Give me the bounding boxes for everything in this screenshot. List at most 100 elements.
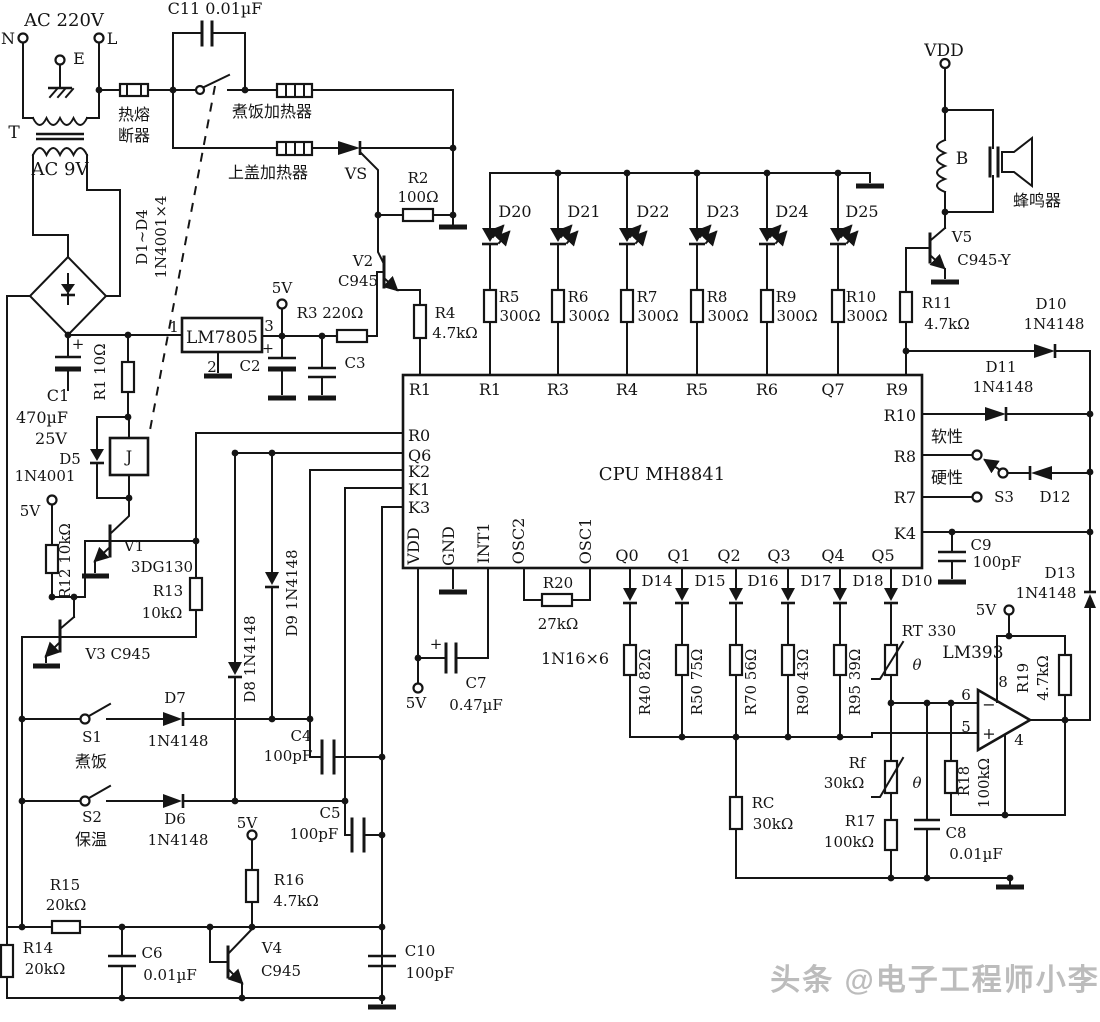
label-r40: R40 82Ω bbox=[636, 649, 654, 716]
label-ac-9v: AC 9V bbox=[31, 159, 90, 180]
label-d10-val: 1N4148 bbox=[1024, 315, 1085, 333]
diode-d7-icon bbox=[163, 712, 182, 726]
label-s1-cn: 煮饭 bbox=[75, 752, 107, 771]
key-diode-columns bbox=[622, 567, 979, 738]
label-op-plus: + bbox=[982, 724, 995, 743]
label-d25: D25 bbox=[845, 202, 878, 221]
label-d5-val: 1N4001 bbox=[15, 467, 76, 485]
label-r15-val: 20kΩ bbox=[46, 896, 87, 914]
label-d22: D22 bbox=[636, 202, 669, 221]
label-d13: D13 bbox=[1044, 564, 1075, 582]
label-d1-d4-a: D1~D4 bbox=[133, 209, 151, 265]
label-cpu-pin-r10: R10 bbox=[884, 406, 916, 425]
label-heater-lid: 上盖加热器 bbox=[228, 163, 308, 182]
label-rc: RC bbox=[752, 794, 775, 812]
label-lm7805: LM7805 bbox=[186, 328, 258, 348]
label-d18: D18 bbox=[852, 572, 883, 590]
label-r6: R6 bbox=[568, 288, 589, 306]
label-d15: D15 bbox=[694, 572, 725, 590]
label-s1: S1 bbox=[82, 728, 102, 746]
label-c1-plus: + bbox=[72, 335, 85, 353]
label-cpu-pin-r9: R9 bbox=[886, 380, 908, 399]
5v-terminal-c7 bbox=[412, 682, 424, 694]
label-v5-type: C945-Y bbox=[957, 251, 1012, 269]
label-r3: R3 220Ω bbox=[297, 304, 364, 322]
transformer-secondary-icon bbox=[31, 147, 89, 158]
resistor-r14-symbol bbox=[0, 943, 15, 979]
label-r11: R11 bbox=[922, 294, 952, 312]
label-pin2: 2 bbox=[207, 358, 217, 376]
resistor-r19-symbol bbox=[1057, 653, 1073, 697]
label-theta-rf: θ bbox=[912, 774, 921, 792]
label-c5: C5 bbox=[319, 804, 340, 822]
diode-d10-icon bbox=[1034, 344, 1055, 358]
v2-driver-section bbox=[377, 207, 454, 376]
relay-link-dashed bbox=[149, 85, 216, 431]
label-d11: D11 bbox=[985, 358, 1016, 376]
label-s2-cn: 保温 bbox=[75, 830, 107, 849]
label-v1: V1 bbox=[123, 537, 144, 555]
label-r20: R20 bbox=[543, 574, 573, 592]
label-r19-val: 4.7kΩ bbox=[1034, 655, 1052, 700]
label-cpu-pin-r4: R4 bbox=[616, 380, 638, 399]
switch-s3-throw-soft bbox=[971, 449, 983, 461]
resistor-r4-symbol bbox=[412, 303, 428, 340]
switch-s3-throw-hard bbox=[971, 491, 983, 503]
label-cpu-pin-k4: K4 bbox=[894, 524, 916, 543]
label-rf-val: 30kΩ bbox=[824, 774, 865, 792]
label-r16-val: 4.7kΩ bbox=[273, 892, 318, 910]
label-r6-val: 300Ω bbox=[568, 307, 609, 325]
label-hard-cn: 硬性 bbox=[931, 468, 963, 487]
vs-thyristor-icon bbox=[338, 141, 360, 155]
label-cpu-pin-q5: Q5 bbox=[871, 546, 894, 565]
label-v4: V4 bbox=[261, 939, 282, 957]
label-cpu-pin-r1a: R1 bbox=[409, 380, 431, 399]
key-and-relay-control-section bbox=[0, 432, 404, 1010]
label-cpu-pin-q0: Q0 bbox=[615, 546, 638, 565]
label-c10: C10 bbox=[405, 942, 436, 960]
label-d23: D23 bbox=[706, 202, 739, 221]
label-vs: VS bbox=[344, 164, 368, 183]
label-heater-cook: 煮饭加热器 bbox=[232, 102, 312, 121]
resistor-r17-symbol bbox=[883, 818, 899, 852]
terminal-n-circle bbox=[17, 32, 29, 44]
resistor-r16-symbol bbox=[244, 868, 260, 904]
label-cpu-pin-osc2: OSC2 bbox=[509, 518, 528, 565]
label-v2: V2 bbox=[352, 252, 373, 270]
led-symbols bbox=[482, 224, 859, 247]
thermistor-rf-symbol bbox=[883, 759, 899, 795]
label-r4: R4 bbox=[435, 304, 456, 322]
label-cpu-pin-vdd: VDD bbox=[404, 527, 423, 565]
oscillator-and-reset bbox=[412, 567, 591, 694]
label-r17-val: 100kΩ bbox=[824, 833, 874, 851]
label-d9: D9 1N4148 bbox=[283, 549, 301, 636]
label-c1: C1 bbox=[47, 386, 69, 405]
label-cpu-pin-q2: Q2 bbox=[717, 546, 740, 565]
label-v5: V5 bbox=[951, 228, 972, 246]
label-theta-rt: θ bbox=[912, 656, 921, 674]
label-terminal-e: E bbox=[73, 49, 85, 68]
resistor-r2-symbol bbox=[401, 207, 435, 223]
5v-terminal-r12 bbox=[46, 494, 58, 506]
resistor-r9-symbol bbox=[759, 288, 775, 324]
label-r14-val: 20kΩ bbox=[25, 960, 66, 978]
label-c11: C11 0.01µF bbox=[168, 0, 263, 18]
label-pin3: 3 bbox=[264, 317, 274, 335]
label-r12: R12 10kΩ bbox=[56, 523, 74, 599]
label-c7-5v: 5V bbox=[406, 694, 428, 712]
label-d12: D12 bbox=[1039, 488, 1070, 506]
speaker-icon bbox=[1001, 135, 1033, 189]
label-cpu-pin-q1: Q1 bbox=[667, 546, 690, 565]
label-d10b: D10 bbox=[901, 572, 932, 590]
thermistor-rt-symbol bbox=[883, 643, 899, 677]
label-r4-val: 4.7kΩ bbox=[432, 324, 477, 342]
label-c8-val: 0.01µF bbox=[949, 845, 1003, 863]
switch-s1-icon bbox=[79, 713, 91, 725]
label-v1-type: 3DG130 bbox=[131, 558, 193, 576]
label-watermark: 头条 @电子工程师小李 bbox=[770, 964, 1100, 997]
cpu-outline bbox=[401, 373, 924, 570]
label-r10: R10 bbox=[846, 288, 876, 306]
label-rt: RT 330 bbox=[902, 622, 956, 640]
5v-terminal-reg bbox=[276, 298, 288, 310]
label-cpu-title: CPU MH8841 bbox=[599, 464, 725, 485]
